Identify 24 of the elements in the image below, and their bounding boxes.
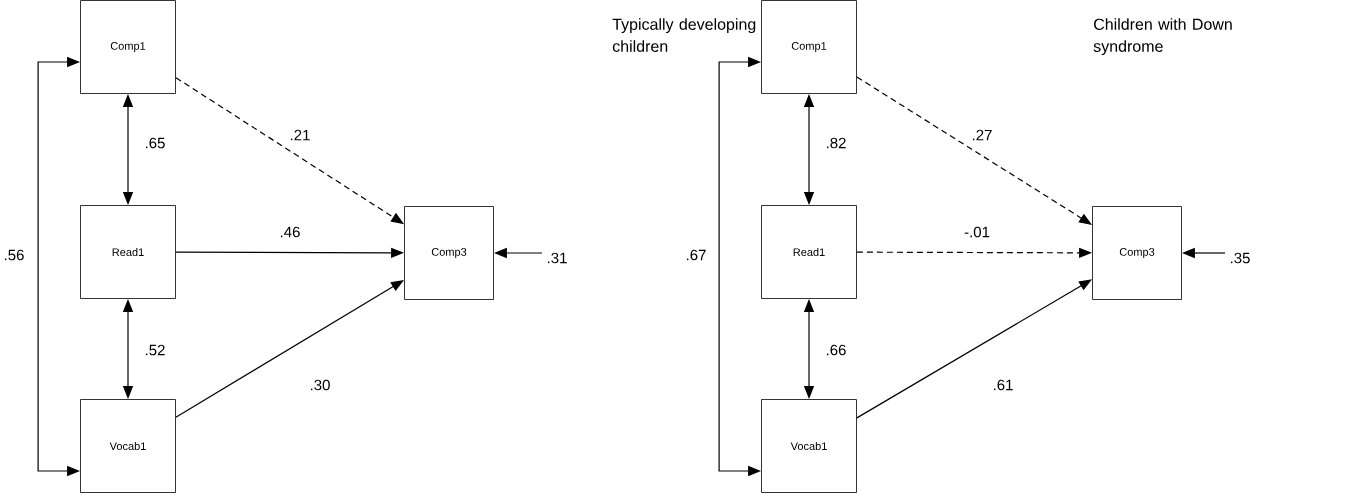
edge-label: .65 — [143, 136, 167, 150]
variable-box: Comp1 — [761, 0, 857, 94]
edge-label: -.01 — [963, 225, 991, 239]
edge-label: .82 — [824, 136, 848, 150]
panel-title: Typically developing children — [612, 18, 756, 52]
panel-title: Children with Down syndrome — [1093, 18, 1232, 56]
edge-label: .46 — [278, 225, 302, 239]
variable-box: Vocab1 — [761, 399, 857, 493]
edge-label: .52 — [143, 343, 167, 357]
edge-label: .61 — [991, 378, 1015, 392]
variable-box: Read1 — [761, 205, 857, 299]
edge-label: .31 — [545, 251, 569, 265]
edge-label: .27 — [970, 128, 994, 142]
edge-label: .66 — [824, 343, 848, 357]
edge-label: .35 — [1228, 251, 1252, 265]
variable-box: Comp3 — [1092, 206, 1182, 300]
edge-label: .67 — [684, 248, 708, 262]
variable-box: Comp3 — [404, 206, 494, 300]
edge-label: .21 — [288, 128, 312, 142]
variable-box: Comp1 — [80, 0, 176, 94]
edge-label: .30 — [308, 378, 332, 392]
variable-box: Vocab1 — [80, 399, 176, 493]
edge-label: .56 — [2, 248, 26, 262]
variable-box: Read1 — [80, 205, 176, 299]
